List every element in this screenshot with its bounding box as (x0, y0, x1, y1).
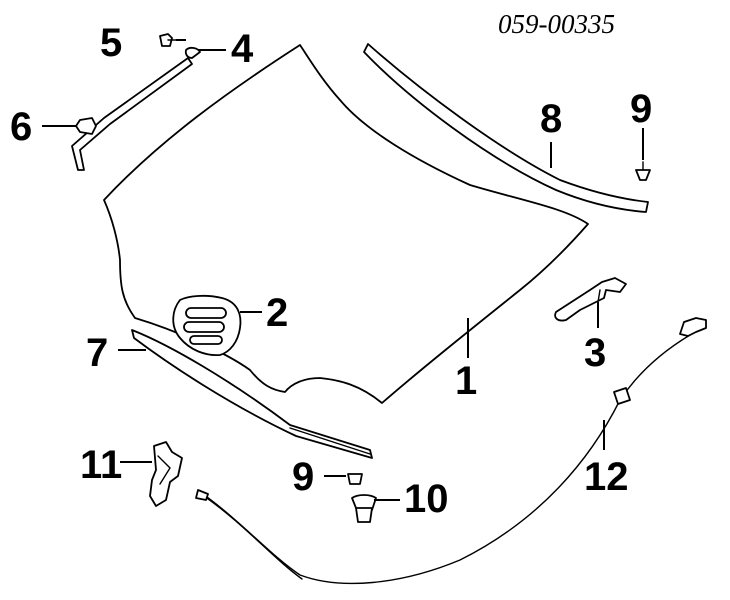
hood-rear-weatherstrip (363, 43, 649, 213)
callout-2: 2 (266, 291, 288, 335)
hood-front-seal (131, 329, 373, 459)
callout-3: 3 (584, 331, 606, 375)
hood-release-cable (195, 317, 707, 585)
hood-insulator-pad (172, 294, 242, 356)
hood-panel (103, 44, 589, 404)
leader-lines (42, 39, 644, 501)
callout-8: 8 (540, 97, 562, 141)
callout-9-bottom: 9 (292, 455, 314, 499)
clip-part-9-top (635, 161, 651, 181)
callout-12: 12 (584, 455, 629, 499)
hood-lock-latch (149, 441, 183, 507)
callout-11: 11 (80, 443, 122, 487)
hood-stopper-bumper (351, 494, 377, 523)
prop-rod-holder (184, 46, 201, 59)
callout-labels: 1 2 3 4 5 6 7 8 9 9 10 11 12 (10, 21, 652, 521)
callout-7: 7 (86, 331, 108, 375)
clip-part-5 (159, 33, 177, 47)
callout-10: 10 (404, 477, 449, 521)
callout-9-top: 9 (630, 87, 652, 131)
callout-5: 5 (100, 21, 122, 65)
callout-1: 1 (455, 359, 477, 403)
hood-hinge-bracket (554, 277, 627, 322)
callout-4: 4 (231, 27, 254, 71)
callout-6: 6 (10, 105, 32, 149)
rod-grommet (75, 117, 97, 135)
diagram-code: 059-00335 (498, 9, 615, 39)
clip-part-9-bottom (347, 473, 363, 485)
